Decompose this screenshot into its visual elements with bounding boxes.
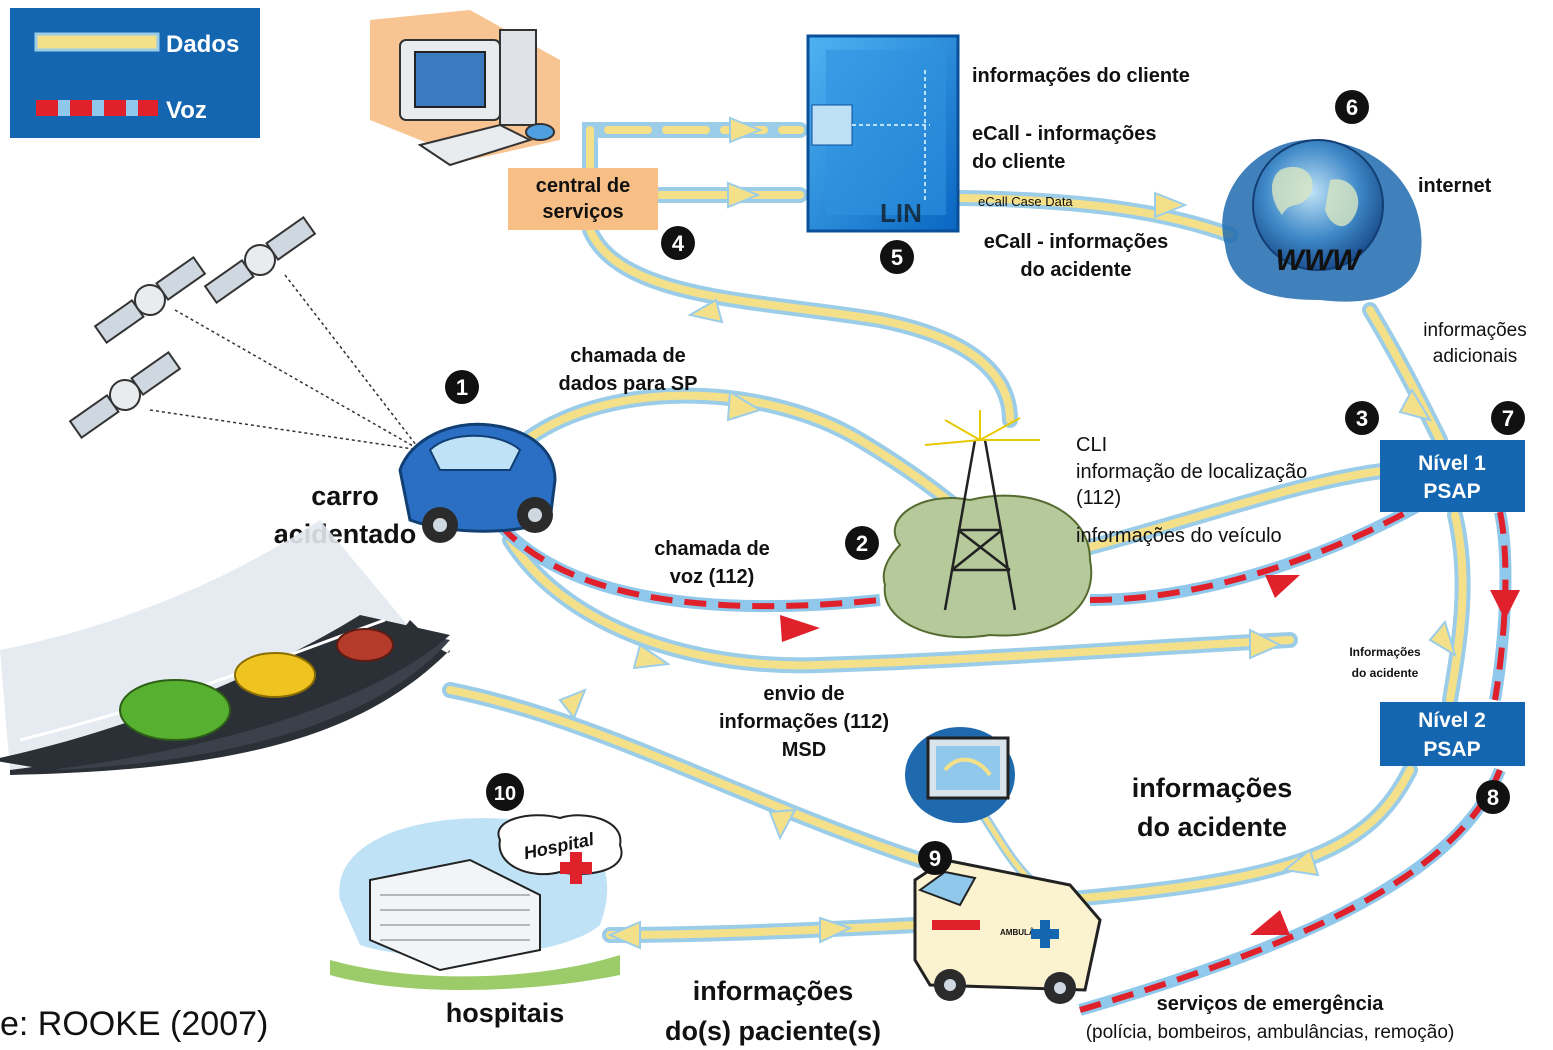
www-text: WWW	[1276, 244, 1364, 277]
cell-tower-icon	[882, 410, 1093, 639]
svg-text:3: 3	[1356, 406, 1368, 431]
legend-data-swatch	[34, 32, 160, 52]
label-carro-1: carro	[311, 481, 379, 511]
step-badge-10: 10	[486, 773, 524, 811]
data-arrowheads	[558, 116, 1457, 950]
step-badge-3: 3	[1345, 401, 1379, 435]
label-internet: internet	[1418, 175, 1492, 197]
psap2-label-1: Nível 2	[1418, 709, 1486, 732]
label-hospitais: hospitais	[446, 998, 565, 1028]
legend-voice-swatch	[36, 100, 158, 116]
label-info-veiculo: informações do veículo	[1076, 525, 1282, 547]
voice-arrowheads	[780, 575, 1520, 935]
label-envio-2: informações (112)	[719, 711, 889, 733]
step-badge-7: 7	[1491, 401, 1525, 435]
label-info-acidente-big-1: informações	[1132, 773, 1293, 803]
legend-data-label: Dados	[166, 31, 239, 58]
central-label-line1: central de	[536, 175, 630, 197]
step-badge-8: 8	[1476, 780, 1510, 814]
computer-icon	[370, 10, 560, 167]
svg-text:6: 6	[1346, 95, 1358, 120]
step-badge-5: 5	[880, 240, 914, 274]
label-chamada-voz-1: chamada de	[654, 538, 770, 560]
label-info-cliente: informações do cliente	[972, 65, 1190, 87]
label-servicos-1: serviços de emergência	[1157, 993, 1385, 1015]
svg-text:2: 2	[856, 531, 868, 556]
label-info-adicionais-1: informações	[1423, 320, 1527, 341]
satellites	[68, 216, 421, 451]
psap2-label-2: PSAP	[1423, 738, 1480, 761]
ambulance-text: AMBULÂNCIA	[1000, 928, 1054, 937]
psap1-label-1: Nível 1	[1418, 452, 1486, 475]
label-chamada-voz-2: voz (112)	[670, 566, 754, 588]
hospital-icon: Hospital	[330, 814, 623, 990]
legend: Dados Voz	[10, 8, 260, 138]
label-ecall-case-data: eCall Case Data	[978, 194, 1073, 209]
label-ecall-acidente-2: do acidente	[1020, 259, 1131, 281]
label-ecall-cliente-2: do cliente	[972, 151, 1065, 173]
label-info-adicionais-2: adicionais	[1433, 346, 1518, 367]
step-badge-2: 2	[845, 526, 879, 560]
crashed-car-icon	[398, 422, 557, 543]
psap-level1: Nível 1 PSAP	[1380, 440, 1525, 512]
label-ecall-acidente-1: eCall - informações	[984, 231, 1169, 253]
satellite-icon	[93, 256, 207, 344]
legend-voice-label: Voz	[166, 97, 207, 124]
ambulance-icon: AMBULÂNCIA	[913, 858, 1102, 1004]
legend-background	[10, 8, 260, 138]
step-badge-9: 9	[918, 841, 952, 875]
internet-globe-icon: WWW	[1222, 139, 1422, 302]
satellite-icon	[68, 351, 182, 439]
step-badge-1: 1	[445, 370, 479, 404]
label-112: (112)	[1076, 487, 1121, 509]
label-info-localizacao: informação de localização	[1076, 461, 1307, 483]
server-icon: LIN	[806, 34, 960, 233]
psap-level2: Nível 2 PSAP	[1380, 702, 1525, 766]
label-envio-1: envio de	[763, 683, 844, 705]
label-info-acidente-small-1: Informações	[1349, 645, 1421, 659]
psap1-label-2: PSAP	[1423, 480, 1480, 503]
satellite-icon	[203, 216, 317, 304]
source-citation: e: ROOKE (2007)	[0, 1005, 268, 1043]
server-watermark: LIN	[880, 198, 922, 228]
central-servicos-box	[508, 168, 658, 230]
label-info-pacientes-2: do(s) paciente(s)	[665, 1016, 881, 1046]
label-envio-3: MSD	[782, 739, 826, 761]
road-with-cars-icon	[0, 520, 450, 775]
step-badges: 1 2 3 4 5 6 7 8	[445, 90, 1525, 875]
svg-text:9: 9	[929, 846, 941, 871]
svg-text:1: 1	[456, 375, 468, 400]
svg-text:4: 4	[672, 231, 685, 256]
psap-level1-box	[1380, 440, 1525, 512]
central-label-line2: serviços	[542, 201, 623, 223]
step-badge-6: 6	[1335, 90, 1369, 124]
step-badge-4: 4	[661, 226, 695, 260]
label-info-pacientes-1: informações	[693, 976, 854, 1006]
label-chamada-dados-1: chamada de	[570, 345, 686, 367]
label-ecall-cliente-1: eCall - informações	[972, 123, 1157, 145]
svg-text:10: 10	[494, 783, 516, 805]
svg-text:5: 5	[891, 245, 903, 270]
psap-level2-box	[1380, 702, 1525, 766]
central-servicos: central de serviços	[508, 168, 658, 230]
label-cli: CLI	[1076, 434, 1107, 456]
label-servicos-2: (polícia, bombeiros, ambulâncias, remoçã…	[1086, 1022, 1455, 1043]
svg-text:7: 7	[1502, 406, 1514, 431]
label-info-acidente-big-2: do acidente	[1137, 812, 1287, 842]
svg-text:8: 8	[1487, 785, 1499, 810]
label-chamada-dados-2: dados para SP	[559, 373, 698, 395]
gps-monitor-icon	[905, 727, 1015, 823]
label-info-acidente-small-2: do acidente	[1352, 666, 1419, 680]
